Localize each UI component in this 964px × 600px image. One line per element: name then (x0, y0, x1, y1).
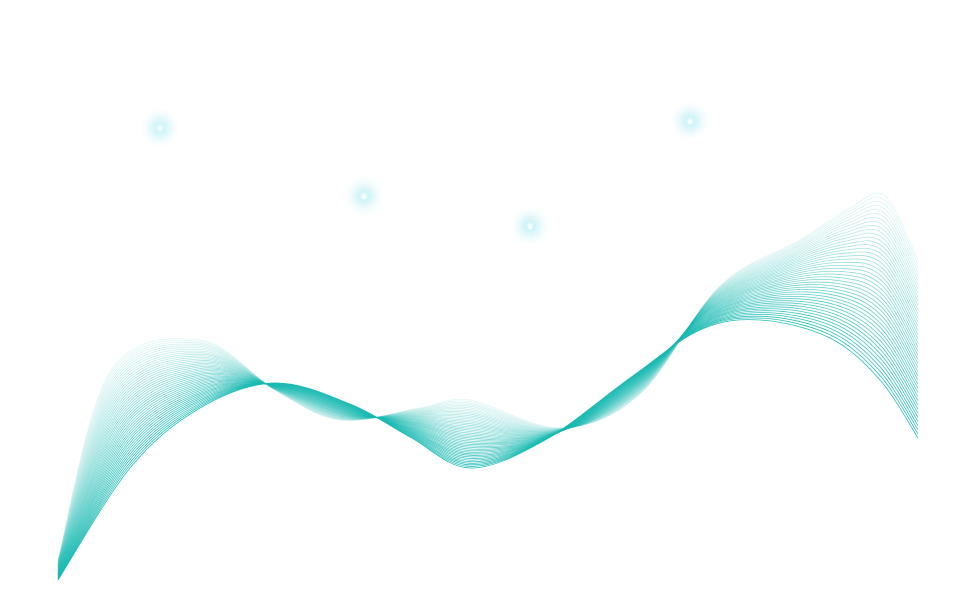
wave-line (57, 224, 919, 564)
wave-line (57, 270, 919, 570)
wave-line (57, 276, 919, 571)
wave-line (57, 258, 919, 569)
wave-line (57, 289, 919, 574)
wave-line (57, 293, 919, 575)
wave-line (57, 267, 919, 570)
wave-line (57, 279, 919, 572)
wave-line (57, 310, 919, 578)
wave-line (57, 232, 919, 565)
wave-line (57, 244, 919, 567)
sparkle-dot (670, 101, 710, 141)
sparkle-core (362, 196, 366, 200)
wave-line (57, 196, 919, 561)
wave-line (57, 281, 919, 572)
sparkle-dots (140, 101, 710, 246)
wave-line (57, 308, 919, 578)
wave-line (57, 217, 919, 563)
wave-line (57, 251, 919, 568)
wave-line (57, 221, 919, 564)
wave-line (57, 261, 919, 569)
wave-line (57, 306, 919, 577)
wave-line (57, 240, 919, 566)
wave-line (57, 302, 919, 576)
wave-line (57, 286, 919, 573)
wave-line (57, 300, 919, 576)
sparkle-dot (140, 108, 180, 148)
wave-line (57, 284, 919, 573)
wave-line (57, 317, 919, 580)
sparkle-dot (344, 176, 384, 216)
wave-line (57, 264, 919, 569)
wave-line (57, 255, 919, 568)
wave-line (57, 315, 919, 580)
wave-line (57, 273, 919, 571)
wave-line (57, 200, 919, 562)
wave-line (57, 319, 919, 581)
sparkle-core (158, 128, 162, 132)
wave-line (57, 291, 919, 574)
wave-line (57, 192, 919, 561)
teal-line-wave (57, 192, 919, 581)
wave-line (57, 247, 919, 567)
wave-line (57, 313, 919, 579)
wave-line (57, 296, 919, 575)
wave-line (57, 236, 919, 566)
wave-line (57, 312, 919, 579)
wave-line (57, 204, 919, 562)
wave-line (57, 213, 919, 563)
sparkle-core (688, 121, 692, 125)
wave-line (57, 304, 919, 577)
sparkle-core (528, 226, 532, 230)
sparkle-dot (510, 206, 550, 246)
wave-line (57, 209, 919, 563)
wave-line (57, 298, 919, 576)
wave-line (57, 228, 919, 565)
